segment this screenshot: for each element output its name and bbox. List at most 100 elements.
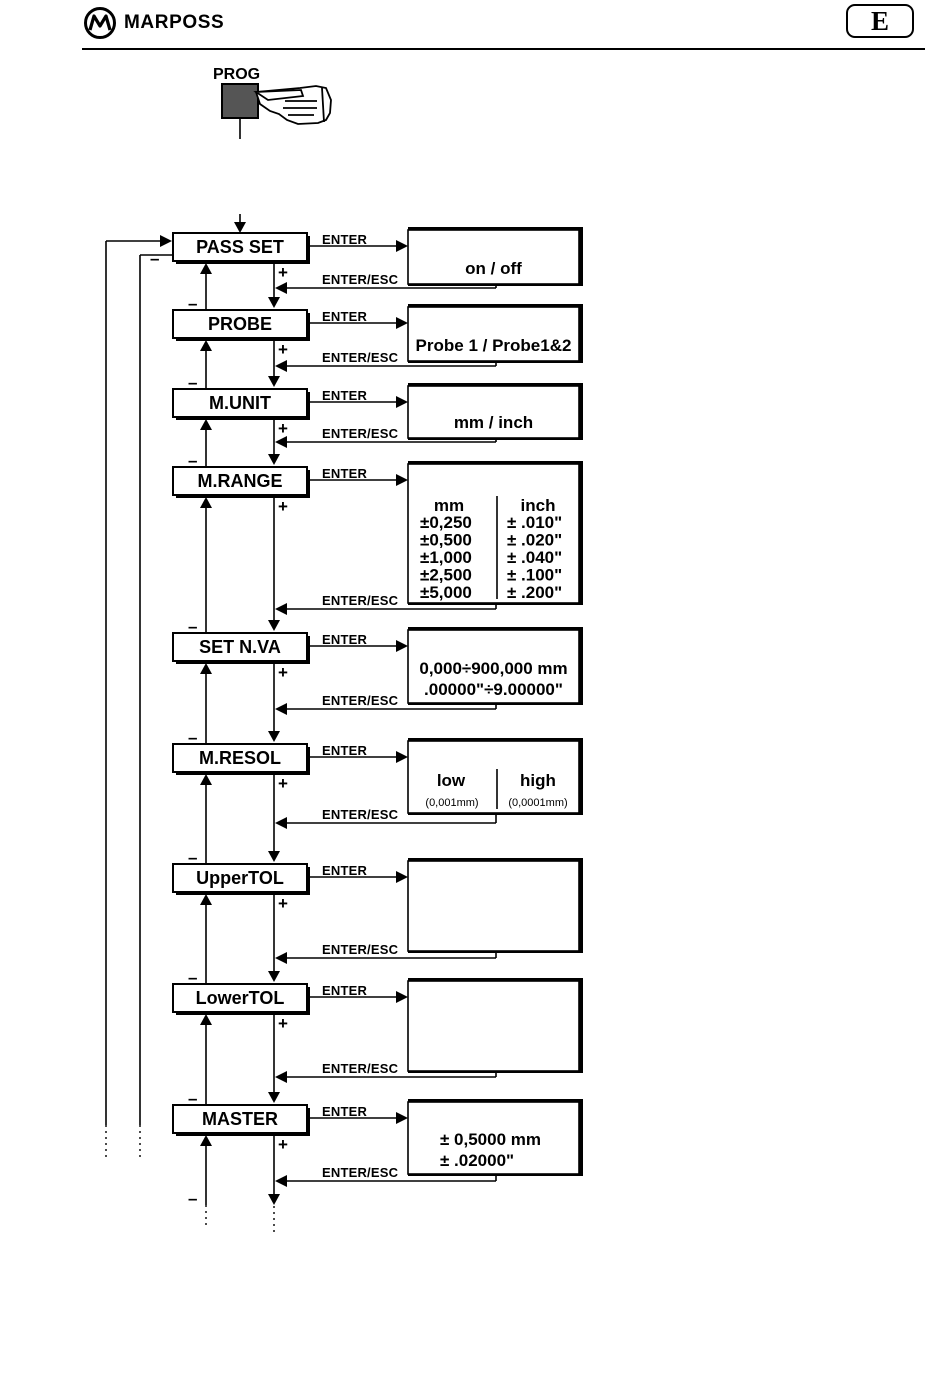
menu-item-m-resol[interactable]: M.RESOL — [172, 743, 310, 775]
menu-item-pass-set[interactable]: PASS SET — [172, 232, 310, 264]
range-inch-value: ± .010" — [507, 513, 562, 532]
display-value: .00000"÷9.00000" — [424, 680, 563, 699]
brand-name: MARPOSS — [124, 12, 225, 33]
enter-esc-label: ENTER/ESC — [322, 693, 399, 708]
plus-label: + — [278, 774, 288, 793]
arrow-left-icon — [275, 436, 287, 448]
arrow-up-icon — [200, 340, 212, 351]
display-value: 0,000÷900,000 mm — [419, 659, 567, 678]
menu-item-set-n-va[interactable]: SET N.VA — [172, 632, 310, 664]
display-lowertol — [407, 978, 583, 1073]
minus-label: – — [188, 373, 197, 392]
enter-esc-label: ENTER/ESC — [322, 593, 399, 608]
arrow-up-icon — [200, 1014, 212, 1025]
range-inch-value: ± .040" — [507, 548, 562, 567]
arrow-left-icon — [275, 360, 287, 372]
menu-step-set-n-va: SET N.VA ENTER 0,000÷900,000 mm .00000"÷9.0… — [172, 627, 583, 747]
menu-item-label: PASS SET — [196, 237, 284, 257]
resolution-low-note: (0,001mm) — [425, 797, 478, 809]
resolution-high-note: (0,0001mm) — [508, 797, 567, 809]
entry-arrow — [234, 214, 246, 233]
arrow-left-icon — [275, 603, 287, 615]
display-value: ± .02000" — [440, 1151, 514, 1170]
enter-esc-label: ENTER/ESC — [322, 807, 399, 822]
header: MARPOSS E — [82, 4, 922, 48]
minus-label: – — [188, 848, 197, 867]
menu-item-label: PROBE — [208, 314, 272, 334]
resolution-low: low — [437, 771, 466, 790]
language-badge-label: E — [870, 6, 889, 36]
range-inch-value: ± .020" — [507, 531, 562, 550]
enter-label: ENTER — [322, 466, 367, 481]
arrow-left-icon — [275, 817, 287, 829]
display-uppertol — [407, 858, 583, 953]
arrow-down-icon — [268, 454, 280, 465]
prog-key-button[interactable] — [221, 83, 259, 119]
arrow-down-icon — [268, 376, 280, 387]
menu-item-m-unit[interactable]: M.UNIT — [172, 388, 310, 420]
arrow-right-icon — [396, 871, 408, 883]
language-badge: E — [846, 4, 914, 38]
minus-label: – — [188, 294, 197, 313]
display-master: ± 0,5000 mm± .02000" — [407, 1099, 583, 1176]
menu-item-master[interactable]: MASTER — [172, 1104, 310, 1136]
menu-item-label: M.RESOL — [199, 748, 281, 768]
range-mm-header: mm — [434, 496, 464, 515]
arrow-down-icon — [268, 1194, 280, 1205]
arrow-left-icon — [275, 703, 287, 715]
minus-label: – — [188, 1089, 197, 1108]
display-value: mm / inch — [454, 413, 533, 432]
enter-esc-label: ENTER/ESC — [322, 1165, 399, 1180]
arrow-right-icon — [396, 991, 408, 1003]
arrow-down-icon — [268, 620, 280, 631]
arrow-right-icon — [396, 474, 408, 486]
range-mm-value: ±0,250 — [420, 513, 472, 532]
range-mm-value: ±5,000 — [420, 583, 472, 602]
plus-label: + — [278, 419, 288, 438]
minus-label: – — [188, 1189, 197, 1208]
prog-key[interactable]: PROG — [213, 66, 332, 139]
enter-label: ENTER — [322, 863, 367, 878]
minus-label: – — [188, 728, 197, 747]
arrow-up-icon — [200, 497, 212, 508]
menu-item-lowertol[interactable]: LowerTOL — [172, 983, 310, 1015]
range-inch-value: ± .100" — [507, 566, 562, 585]
range-mm-value: ±1,000 — [420, 548, 472, 567]
menu-item-m-range[interactable]: M.RANGE — [172, 466, 310, 498]
arrow-left-icon — [275, 1175, 287, 1187]
minus-label: – — [188, 451, 197, 470]
display-probe: Probe 1 / Probe1&2 — [407, 304, 583, 363]
menu-item-label: M.RANGE — [198, 471, 283, 491]
display-m-unit: mm / inch — [407, 383, 583, 440]
plus-label: + — [278, 1014, 288, 1033]
marposs-logo-icon — [84, 7, 116, 39]
arrow-up-icon — [200, 774, 212, 785]
plus-label: + — [278, 263, 288, 282]
display-value: on / off — [465, 259, 522, 278]
arrow-up-icon — [200, 1135, 212, 1146]
arrow-down-icon — [268, 297, 280, 308]
display-set-n-va: 0,000÷900,000 mm .00000"÷9.00000" — [407, 627, 583, 705]
enter-label: ENTER — [322, 632, 367, 647]
plus-label: + — [278, 340, 288, 359]
menu-item-uppertol[interactable]: UpperTOL — [172, 863, 310, 895]
arrow-down-icon — [268, 1092, 280, 1103]
loop-minus-label: – — [150, 249, 159, 268]
arrow-down-icon — [268, 851, 280, 862]
pointing-hand-icon — [253, 85, 332, 125]
prog-key-label: PROG — [213, 66, 260, 83]
range-mm-value: ±2,500 — [420, 566, 472, 585]
arrow-left-icon — [275, 282, 287, 294]
plus-label: + — [278, 894, 288, 913]
arrow-left-icon — [275, 952, 287, 964]
minus-label: – — [188, 968, 197, 987]
menu-item-probe[interactable]: PROBE — [172, 309, 310, 341]
minus-label: – — [188, 617, 197, 636]
